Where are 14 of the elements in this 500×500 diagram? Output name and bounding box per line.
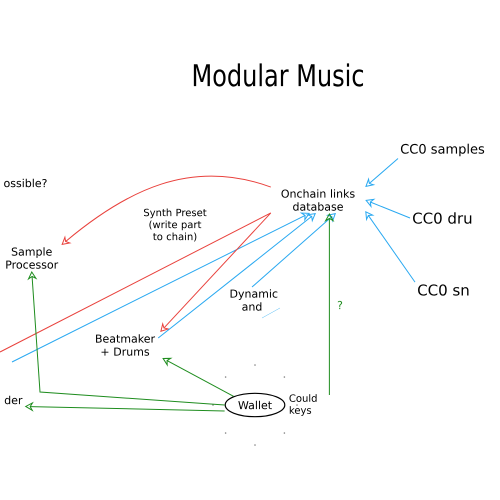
note: Synth Preset (write part to chain): [144, 208, 206, 242]
title: Modular Music: [194, 63, 364, 87]
arrow: [12, 212, 310, 362]
text-label: Dynamic and: [230, 289, 278, 311]
text-label: Beatmaker + Drums: [96, 334, 156, 356]
text-label: CC0 sn: [418, 284, 468, 296]
text-label: CC0 samples: [400, 144, 484, 156]
note: ossible?: [4, 178, 47, 188]
text-label: der: [4, 396, 22, 404]
text-label: Sample Processor: [6, 247, 58, 269]
side-note: Could keys: [289, 394, 317, 416]
text-label: CC0 dru: [413, 212, 472, 224]
edge-label: ?: [338, 300, 342, 310]
text-label: Onchain links database: [281, 189, 355, 211]
